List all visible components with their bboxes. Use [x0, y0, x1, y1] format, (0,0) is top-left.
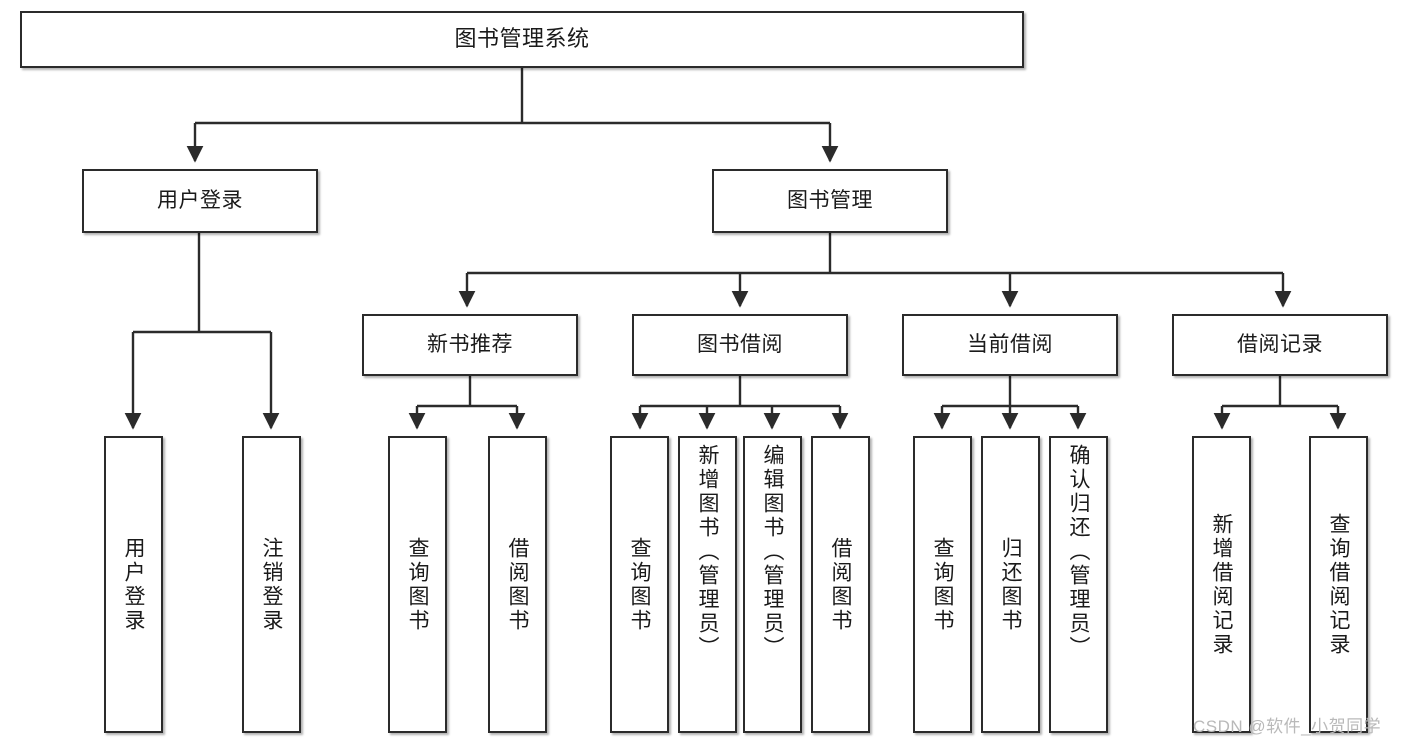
- node-label: 图书管理: [787, 189, 873, 213]
- leaf-record-add-borrow-record[interactable]: 新增借阅记录: [1192, 436, 1251, 733]
- node-label: 归还图书: [999, 536, 1022, 633]
- node-label: 借阅图书: [829, 536, 852, 633]
- leaf-current-query-book[interactable]: 查询图书: [913, 436, 972, 733]
- leaf-record-query-borrow-record[interactable]: 查询借阅记录: [1309, 436, 1368, 733]
- node-label: 确认归还（管理员）: [1067, 444, 1090, 660]
- node-label: 新增图书（管理员）: [696, 444, 719, 660]
- node-label: 查询借阅记录: [1327, 512, 1350, 657]
- leaf-borrow-query-book[interactable]: 查询图书: [610, 436, 669, 733]
- leaf-user-login[interactable]: 用户登录: [104, 436, 163, 733]
- leaf-user-logout[interactable]: 注销登录: [242, 436, 301, 733]
- node-book-borrowing[interactable]: 图书借阅: [632, 314, 848, 376]
- node-root-book-management-system[interactable]: 图书管理系统: [20, 11, 1024, 68]
- node-label: 注销登录: [260, 536, 283, 633]
- node-book-management[interactable]: 图书管理: [712, 169, 948, 233]
- node-label: 用户登录: [122, 536, 145, 633]
- node-current-borrowing[interactable]: 当前借阅: [902, 314, 1118, 376]
- node-label: 图书管理系统: [454, 26, 590, 52]
- node-new-book-recommendation[interactable]: 新书推荐: [362, 314, 578, 376]
- node-label: 借阅图书: [506, 536, 529, 633]
- node-label: 查询图书: [931, 536, 954, 633]
- node-label: 当前借阅: [967, 333, 1053, 357]
- leaf-borrow-edit-book-admin[interactable]: 编辑图书（管理员）: [743, 436, 802, 733]
- node-label: 查询图书: [628, 536, 651, 633]
- node-label: 借阅记录: [1237, 333, 1323, 357]
- leaf-borrow-add-book-admin[interactable]: 新增图书（管理员）: [678, 436, 737, 733]
- node-label: 新增借阅记录: [1210, 512, 1233, 657]
- node-user-login[interactable]: 用户登录: [82, 169, 318, 233]
- node-label: 图书借阅: [697, 333, 783, 357]
- node-label: 查询图书: [406, 536, 429, 633]
- leaf-current-confirm-return-admin[interactable]: 确认归还（管理员）: [1049, 436, 1108, 733]
- node-borrowing-record[interactable]: 借阅记录: [1172, 314, 1388, 376]
- leaf-recommend-borrow-book[interactable]: 借阅图书: [488, 436, 547, 733]
- node-label: 用户登录: [157, 189, 243, 213]
- node-label: 新书推荐: [427, 333, 513, 357]
- leaf-borrow-lend-book[interactable]: 借阅图书: [811, 436, 870, 733]
- leaf-recommend-query-book[interactable]: 查询图书: [388, 436, 447, 733]
- node-label: 编辑图书（管理员）: [761, 444, 784, 660]
- leaf-current-return-book[interactable]: 归还图书: [981, 436, 1040, 733]
